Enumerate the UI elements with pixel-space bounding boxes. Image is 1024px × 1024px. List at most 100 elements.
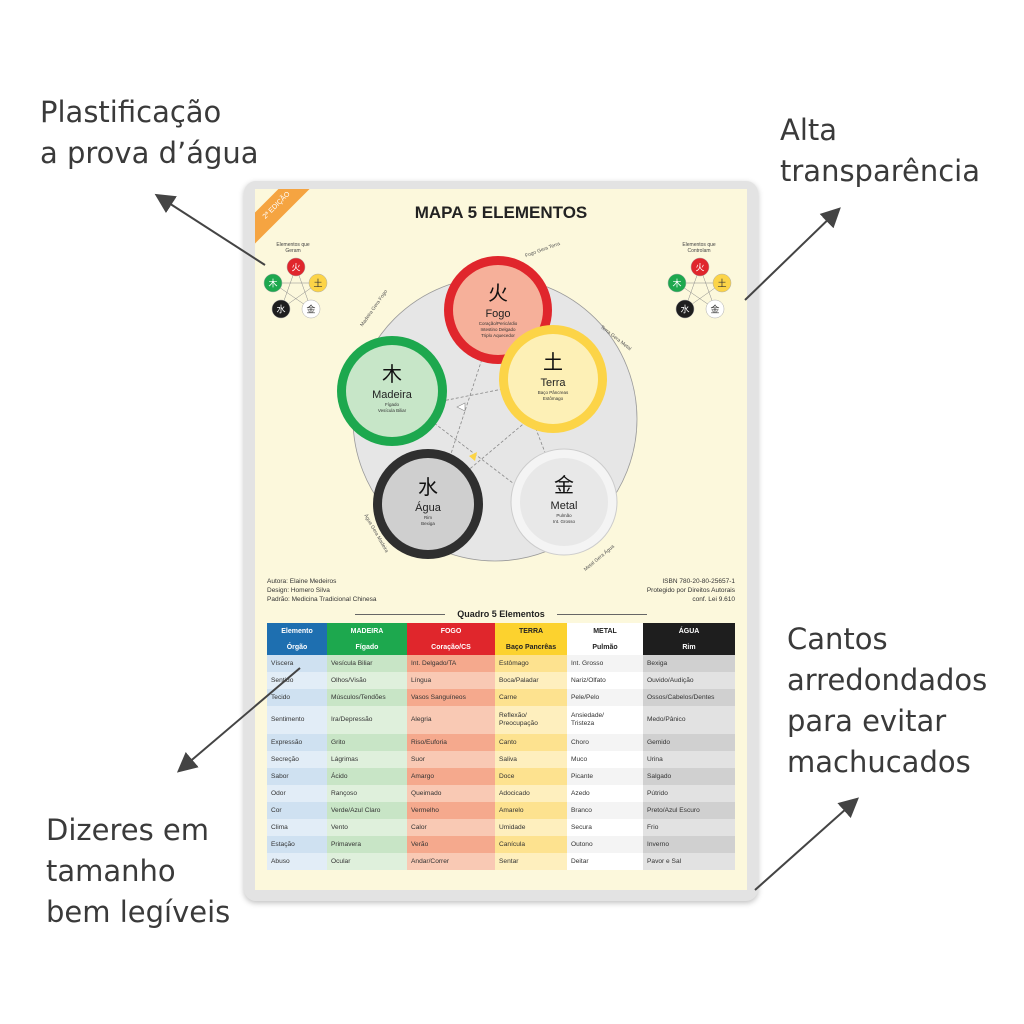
table-cell: Ansiedade/ Tristeza xyxy=(567,706,643,734)
table-cell: Sentar xyxy=(495,853,567,870)
table-cell: Picante xyxy=(567,768,643,785)
table-cell: Queimado xyxy=(407,785,495,802)
table-cell: Carne xyxy=(495,689,567,706)
table-cell: Amargo xyxy=(407,768,495,785)
name-fogo: Fogo xyxy=(485,308,510,320)
table-cell: Preto/Azul Escuro xyxy=(643,802,735,819)
glyph-agua: 水 xyxy=(418,476,438,499)
organ-cell: Fígado xyxy=(327,640,407,655)
organ-madeira: Vesícula Biliar xyxy=(378,408,407,413)
table-cell: Alegria xyxy=(407,706,495,734)
arrowhead-white xyxy=(456,402,466,412)
organ-agua: Bexiga xyxy=(421,521,435,526)
name-agua: Água xyxy=(415,501,442,514)
organ-metal: Pulmão xyxy=(556,513,572,518)
table-cell: Sentido xyxy=(267,672,327,689)
arrow-transparency xyxy=(744,207,841,301)
table-cell: Músculos/Tendões xyxy=(327,689,407,706)
organ-fogo: Triplo Aquecedor xyxy=(481,333,515,338)
table-cell: Vasos Sanguíneos xyxy=(407,689,495,706)
table-cell: Verão xyxy=(407,836,495,853)
organ-fogo: Coração/Pericárdio xyxy=(479,321,518,326)
table-cell: Riso/Euforia xyxy=(407,734,495,751)
right-mini-glyph-fogo: 火 xyxy=(695,263,704,273)
divider-right xyxy=(557,614,647,615)
table-cell: Pele/Pelo xyxy=(567,689,643,706)
divider-left xyxy=(355,614,445,615)
table-cell: Expressão xyxy=(267,734,327,751)
glyph-metal: 金 xyxy=(554,474,574,497)
table-cell: Umidade xyxy=(495,819,567,836)
left-mini-circle-metal xyxy=(301,299,321,319)
left-mini-circle-terra xyxy=(308,273,328,293)
organ-cell: Coração/CS xyxy=(407,640,495,655)
poster-title: MAPA 5 ELEMENTOS xyxy=(414,203,588,222)
table-cell: Muco xyxy=(567,751,643,768)
header-cell: METAL xyxy=(567,623,643,640)
table-cell: Int. Delgado/TA xyxy=(407,655,495,672)
name-madeira: Madeira xyxy=(372,389,413,401)
glyph-fogo: 火 xyxy=(488,283,508,305)
header-cell: FOGO xyxy=(407,623,495,640)
table-cell: Azedo xyxy=(567,785,643,802)
organ-terra: Estômago xyxy=(543,396,564,401)
right-mini-glyph-agua: 水 xyxy=(680,304,689,315)
table-cell: Secura xyxy=(567,819,643,836)
table-cell: Secreção xyxy=(267,751,327,768)
table-cell: Ira/Depressão xyxy=(327,706,407,734)
table-cell: Verde/Azul Claro xyxy=(327,802,407,819)
mini-title-generate: Elementos que Geram xyxy=(276,242,310,254)
header-cell: Elemento xyxy=(267,623,327,640)
right-mini-circle-madeira xyxy=(667,273,687,293)
table-cell: Ocular xyxy=(327,853,407,870)
table-cell: Ouvido/Audição xyxy=(643,672,735,689)
arrow-waterproof xyxy=(154,193,266,266)
organ-cell: Pulmão xyxy=(567,640,643,655)
table-cell: Int. Grosso xyxy=(567,655,643,672)
right-mini-glyph-metal: 金 xyxy=(710,304,719,315)
callout-waterproof: Plastificação a prova d’água xyxy=(40,95,259,170)
element-core-madeira xyxy=(346,345,438,437)
left-mini-glyph-fogo: 火 xyxy=(291,263,300,273)
table-cell: Abuso xyxy=(267,853,327,870)
table-cell: Olhos/Visão xyxy=(327,672,407,689)
name-terra: Terra xyxy=(540,377,566,389)
arrow-rounded-corners xyxy=(754,797,859,891)
left-mini-circle-fogo xyxy=(286,257,306,277)
credits-right: ISBN 780-20-80-25657-1 Protegido por Dir… xyxy=(646,578,735,603)
table-cell: Andar/Correr xyxy=(407,853,495,870)
table-cell: Estação xyxy=(267,836,327,853)
table-cell: Língua xyxy=(407,672,495,689)
table-cell: Vesícula Biliar xyxy=(327,655,407,672)
organ-terra: Baço Pâncreas xyxy=(538,390,569,395)
arrow-legible-text xyxy=(176,667,301,773)
table-cell: Víscera xyxy=(267,655,327,672)
table-cell: Medo/Pânico xyxy=(643,706,735,734)
organ-cell: Rim xyxy=(643,640,735,655)
left-mini-circle-agua xyxy=(271,299,291,319)
right-mini-circle-terra xyxy=(712,273,732,293)
element-core-terra xyxy=(508,334,598,424)
table-cell: Grito xyxy=(327,734,407,751)
arrowhead-yellow xyxy=(469,452,477,461)
right-mini-glyph-terra: 土 xyxy=(717,278,726,289)
organ-metal: Int. Grosso xyxy=(553,519,576,524)
table-cell: Suor xyxy=(407,751,495,768)
name-metal: Metal xyxy=(551,500,578,512)
table-cell: Pavor e Sal xyxy=(643,853,735,870)
table-cell: Boca/Paladar xyxy=(495,672,567,689)
header-cell: ÁGUA xyxy=(643,623,735,640)
callout-legible-text: Dizeres em tamanho bem legíveis xyxy=(46,813,231,929)
table-cell: Choro xyxy=(567,734,643,751)
mini-title-control: Elementos que Controlam xyxy=(682,242,716,254)
organ-madeira: Fígado xyxy=(385,402,400,407)
table-cell: Salgado xyxy=(643,768,735,785)
table-cell: Canto xyxy=(495,734,567,751)
table-cell: Bexiga xyxy=(643,655,735,672)
table-cell: Frio xyxy=(643,819,735,836)
table-cell: Cor xyxy=(267,802,327,819)
table-cell: Tecido xyxy=(267,689,327,706)
right-mini-circle-agua xyxy=(675,299,695,319)
credits-left: Autora: Elaine Medeiros Design: Homero S… xyxy=(267,578,377,603)
